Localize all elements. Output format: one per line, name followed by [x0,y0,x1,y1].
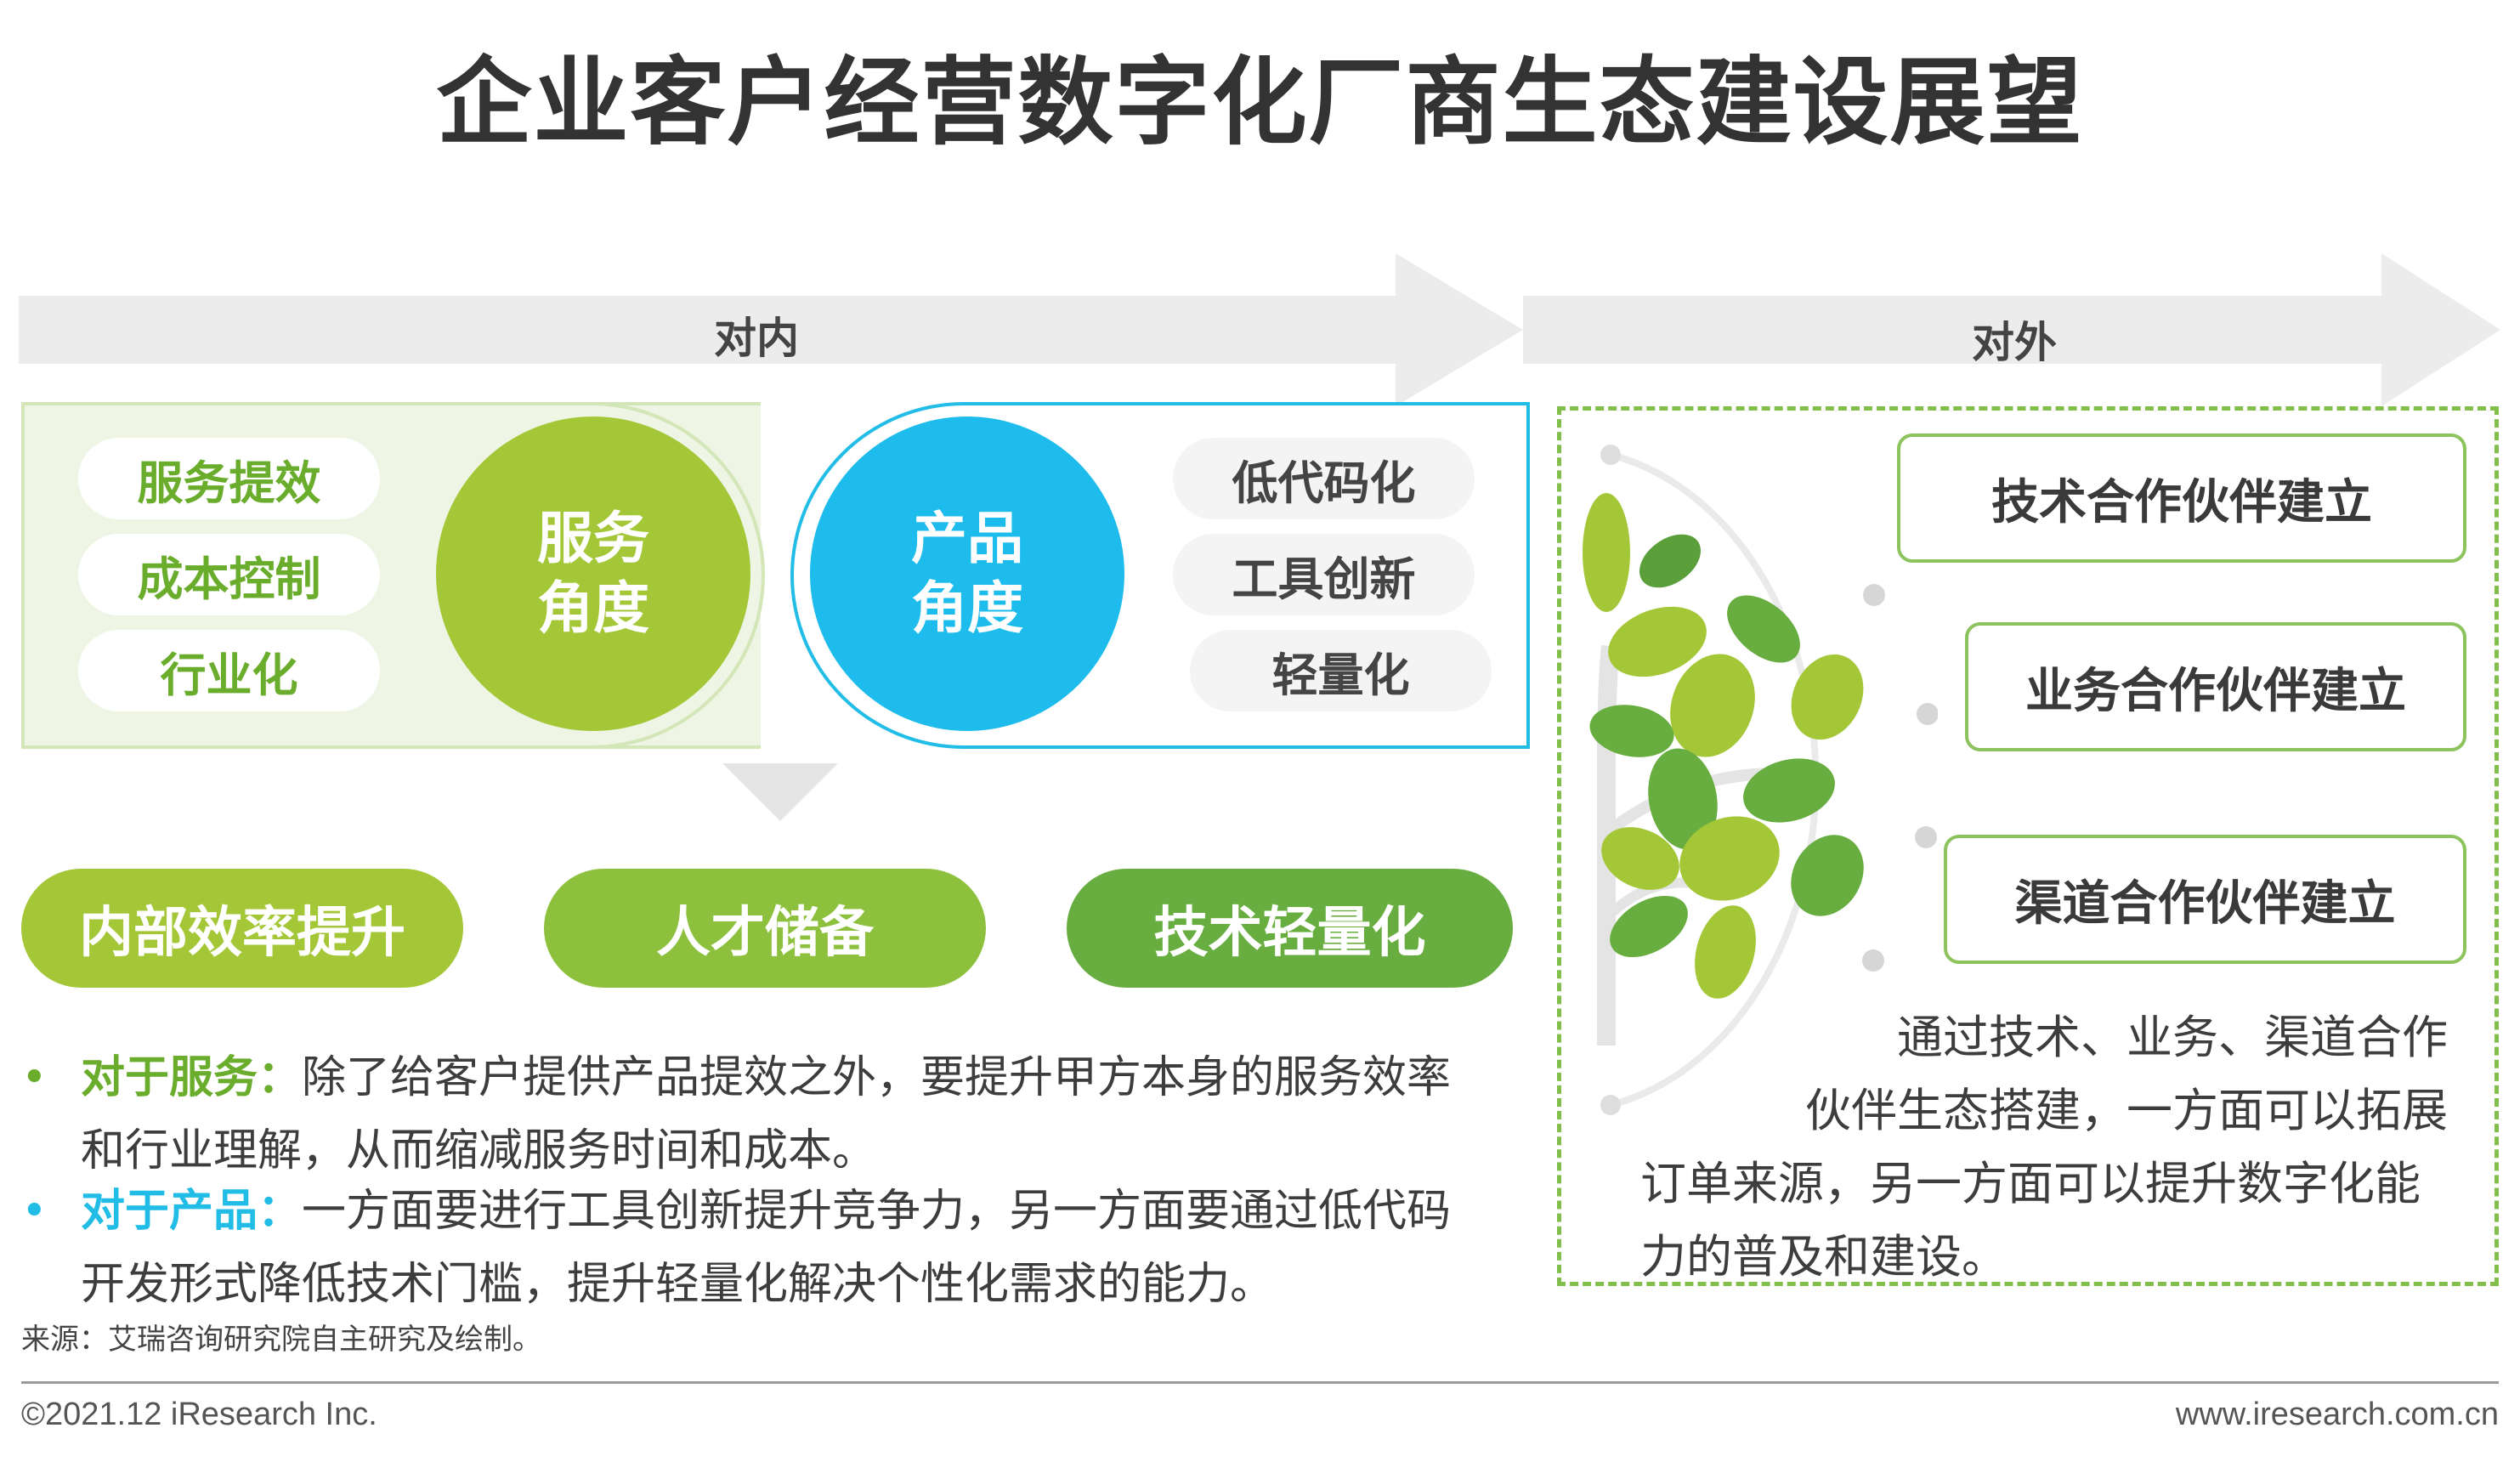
product-circle-line1: 产品 [911,505,1023,571]
product-item-lowcode: 低代码化 [1173,438,1475,519]
bullet-product: • 对于产品：一方面要进行工具创新提升竞争力，另一方面要通过低代码 开发形式降低… [21,1175,1543,1321]
outer-arrow [1523,253,2500,406]
tree-icon [1583,445,1938,1115]
product-circle: 产品 角度 [810,416,1124,731]
partner-tech-box: 技术合作伙伴建立 [1897,434,2466,563]
service-circle-line2: 角度 [537,575,649,641]
down-arrow-triangle [722,763,838,821]
bullet-product-line1: 对于产品：一方面要进行工具创新提升竞争力，另一方面要通过低代码 [81,1186,1451,1237]
service-item-cost: 成本控制 [78,534,380,615]
partner-desc-line1: 通过技术、业务、渠道合作 [1897,1011,2448,1064]
service-circle-line1: 服务 [537,505,649,571]
result-pill-efficiency: 内部效率提升 [21,869,463,988]
partner-channel-box: 渠道合作伙伴建立 [1944,835,2466,964]
site-link[interactable]: www.iresearch.com.cn [2175,1397,2499,1432]
partner-desc-line3: 订单来源，另一方面可以提升数字化能 [1640,1157,2421,1210]
footer-divider [21,1381,2499,1384]
product-circle-line2: 角度 [911,575,1023,641]
partner-desc-line4: 力的普及和建设。 [1640,1230,2008,1284]
inner-arrow-label: 对内 [714,314,799,363]
source-note: 来源：艾瑞咨询研究院自主研究及绘制。 [21,1323,541,1357]
bullet-service-text1: 除了给客户提供产品提效之外，要提升甲方本身的服务效率 [302,1052,1452,1103]
product-item-light: 轻量化 [1190,630,1492,711]
result-pill-talent: 人才储备 [544,869,986,988]
bullet-dot-product: • [21,1186,48,1237]
service-item-industry: 行业化 [78,630,380,711]
partner-ecosystem-box [1557,406,2499,1286]
bullet-service-line1: 对于服务：除了给客户提供产品提效之外，要提升甲方本身的服务效率 [81,1052,1451,1103]
partner-business-box: 业务合作伙伴建立 [1965,622,2466,751]
result-pill-tech: 技术轻量化 [1067,869,1513,988]
bullet-product-text2: 开发形式降低技术门槛，提升轻量化解决个性化需求的能力。 [81,1259,1275,1310]
bullet-product-text1: 一方面要进行工具创新提升竞争力，另一方面要通过低代码 [302,1186,1452,1237]
service-item-efficiency: 服务提效 [78,438,380,519]
bullet-service: • 对于服务：除了给客户提供产品提效之外，要提升甲方本身的服务效率 和行业理解，… [21,1041,1543,1187]
service-circle: 服务 角度 [436,416,750,731]
bullet-service-text2: 和行业理解，从而缩减服务时间和成本。 [81,1125,877,1176]
inner-arrow [19,253,1523,406]
bullet-product-key: 对于产品： [81,1186,303,1237]
partner-desc-line2: 伙伴生态搭建，一方面可以拓展 [1805,1084,2448,1137]
outer-arrow-label: 对外 [1972,318,2057,367]
copyright: ©2021.12 iResearch Inc. [21,1397,377,1432]
bullet-service-key: 对于服务： [81,1052,303,1103]
product-item-tool: 工具创新 [1173,534,1475,615]
bullet-dot-service: • [21,1052,48,1103]
page-title: 企业客户经营数字化厂商生态建设展望 [436,48,2084,158]
partner-description: 通过技术、业务、渠道合作 伙伴生态搭建，一方面可以拓展 订单来源，另一方面可以提… [1640,1001,2448,1294]
